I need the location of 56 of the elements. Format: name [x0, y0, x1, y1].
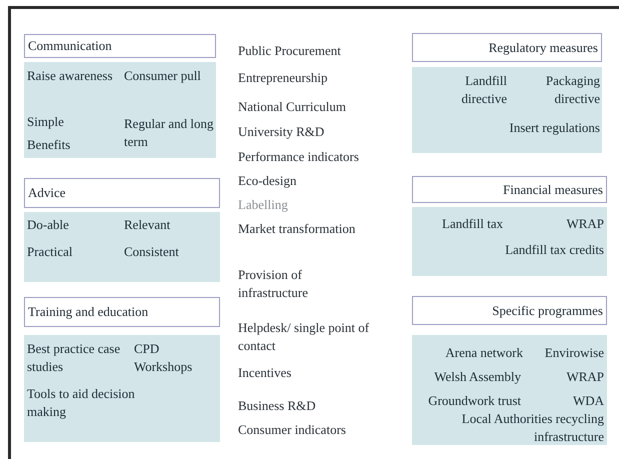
heading-text: Regulatory measures	[488, 38, 598, 57]
item-panel	[412, 67, 602, 153]
category-heading-box	[24, 178, 220, 208]
item-text: Local Authorities recycling infrastructure	[460, 410, 604, 446]
measure-label: Labelling	[238, 196, 289, 214]
item-panel	[412, 335, 607, 445]
measure-label: Incentives	[238, 364, 292, 382]
measure-label: Business R&D	[238, 397, 317, 415]
item-text: Raise awareness	[27, 67, 114, 85]
item-text: WRAP	[565, 215, 604, 233]
item-panel	[412, 207, 607, 276]
measure-label: Helpdesk/ single point of contact	[238, 319, 370, 355]
item-text: Regular and long term	[124, 115, 215, 151]
item-text: Best practice case studies	[27, 340, 122, 376]
measure-label: Consumer indicators	[238, 421, 347, 439]
item-text: Welsh Assembly	[433, 368, 521, 386]
heading-text: Financial measures	[503, 180, 603, 199]
item-text: Insert regulations	[508, 119, 600, 137]
item-text: Benefits	[27, 136, 72, 154]
item-panel	[24, 212, 220, 282]
item-text: CPD Workshops	[134, 340, 194, 376]
category-heading-box	[24, 34, 216, 58]
item-text: Tools to aid decision making	[27, 385, 136, 421]
measure-label: Provision of infrastructure	[238, 266, 310, 302]
measure-label: Market transformation	[238, 220, 356, 238]
item-text: WDA	[572, 392, 604, 410]
item-text: Groundwork trust	[427, 392, 521, 410]
item-text: WRAP	[565, 368, 604, 386]
item-text: Practical	[27, 243, 74, 261]
measure-label: Performance indicators	[238, 148, 360, 166]
item-text: Arena network	[444, 344, 523, 362]
measure-label: National Curriculum	[238, 98, 347, 116]
item-text: Landfill tax	[442, 215, 504, 233]
item-text: Relevant	[124, 216, 172, 234]
category-heading-box	[412, 33, 602, 62]
measure-label: Entrepreneurship	[238, 69, 329, 87]
item-text: Do-able	[27, 216, 70, 234]
item-text: Landfill tax credits	[504, 241, 604, 259]
measure-label: University R&D	[238, 123, 326, 141]
measure-label: Public Procurement	[238, 42, 342, 60]
item-text: Packaging directive	[544, 72, 600, 108]
category-heading-box	[412, 176, 607, 203]
measure-label: Eco-design	[238, 172, 298, 190]
item-text: Consistent	[124, 243, 180, 261]
item-text: Simple	[27, 113, 65, 131]
item-panel	[24, 335, 220, 442]
item-text: Consumer pull	[124, 67, 202, 85]
heading-text: Training and education	[28, 303, 148, 322]
item-text: Envirowise	[544, 344, 604, 362]
category-heading-box	[412, 296, 607, 325]
heading-text: Specific programmes	[492, 302, 603, 320]
heading-text: Advice	[28, 184, 66, 202]
item-panel	[24, 62, 216, 158]
heading-text: Communication	[28, 37, 112, 56]
item-text: Landfill directive	[460, 72, 507, 108]
category-heading-box	[24, 297, 220, 327]
